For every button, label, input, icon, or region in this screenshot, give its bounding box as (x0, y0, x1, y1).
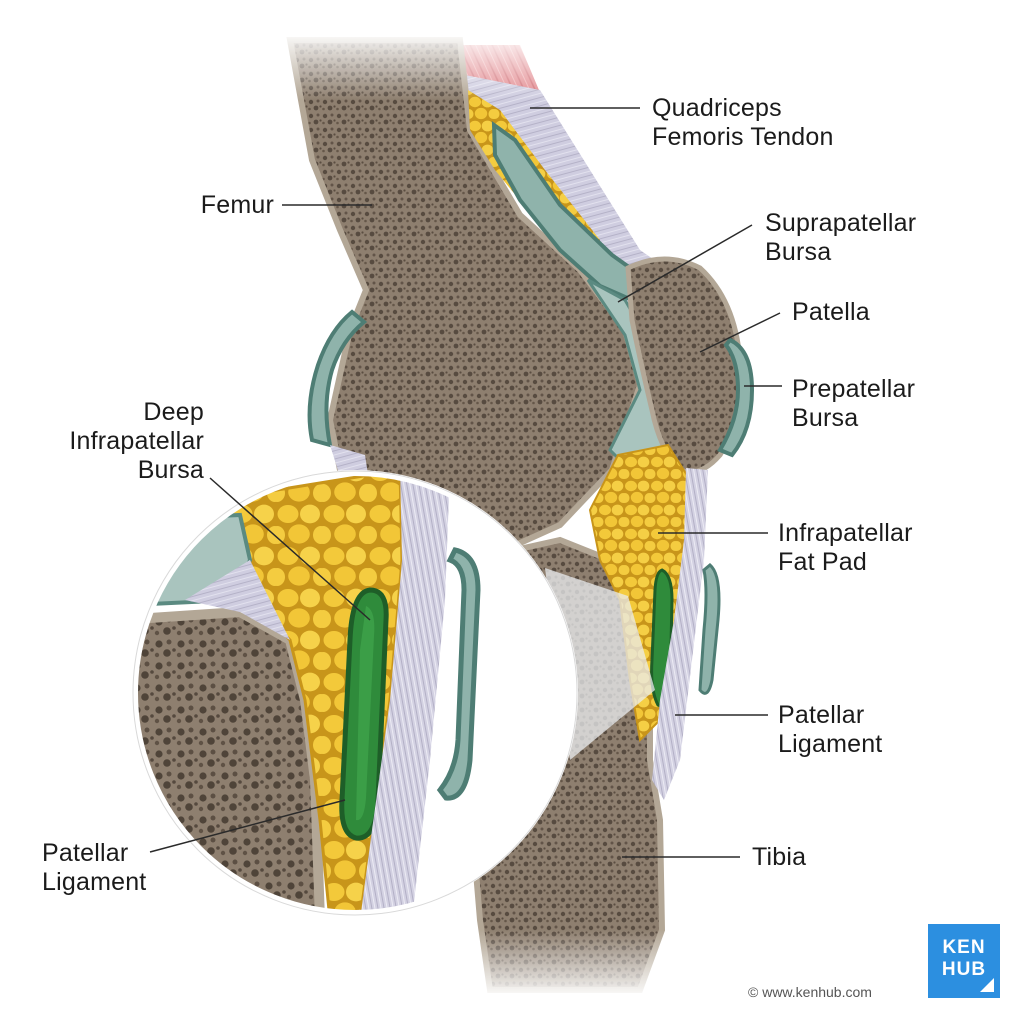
inset-bursa-highlight (356, 606, 375, 821)
femoral-side-bursa (307, 309, 368, 448)
inset-superficial-bursa (436, 547, 481, 801)
inset-joint-ligament (185, 560, 290, 640)
label-patella: Patella (792, 298, 870, 326)
leader-patella (699, 312, 781, 353)
inset-magnified-view (132, 470, 578, 916)
copyright-credit: © www.kenhub.com (748, 984, 872, 1000)
logo-corner-icon (980, 978, 994, 992)
label-tibia: Tibia (752, 843, 807, 871)
leader-patellar-ligament-inset (149, 799, 346, 853)
label-femur: Femur (200, 191, 274, 219)
bottom-fade (440, 930, 700, 1000)
patellar-ligament (652, 468, 708, 800)
leader-lines (149, 107, 782, 858)
kenhub-logo[interactable]: KEN HUB (928, 924, 1000, 998)
logo-line-2: HUB (941, 959, 987, 980)
logo-line-1: KEN (942, 937, 986, 958)
top-fade (270, 30, 750, 100)
leader-deep-bursa (209, 477, 371, 621)
patella (625, 256, 743, 475)
prepatellar-bursa (717, 337, 755, 458)
inset-patellar-ligament (360, 473, 450, 913)
superficial-infrapatellar-bursa (698, 563, 721, 695)
leader-suprapatellar (617, 224, 753, 303)
